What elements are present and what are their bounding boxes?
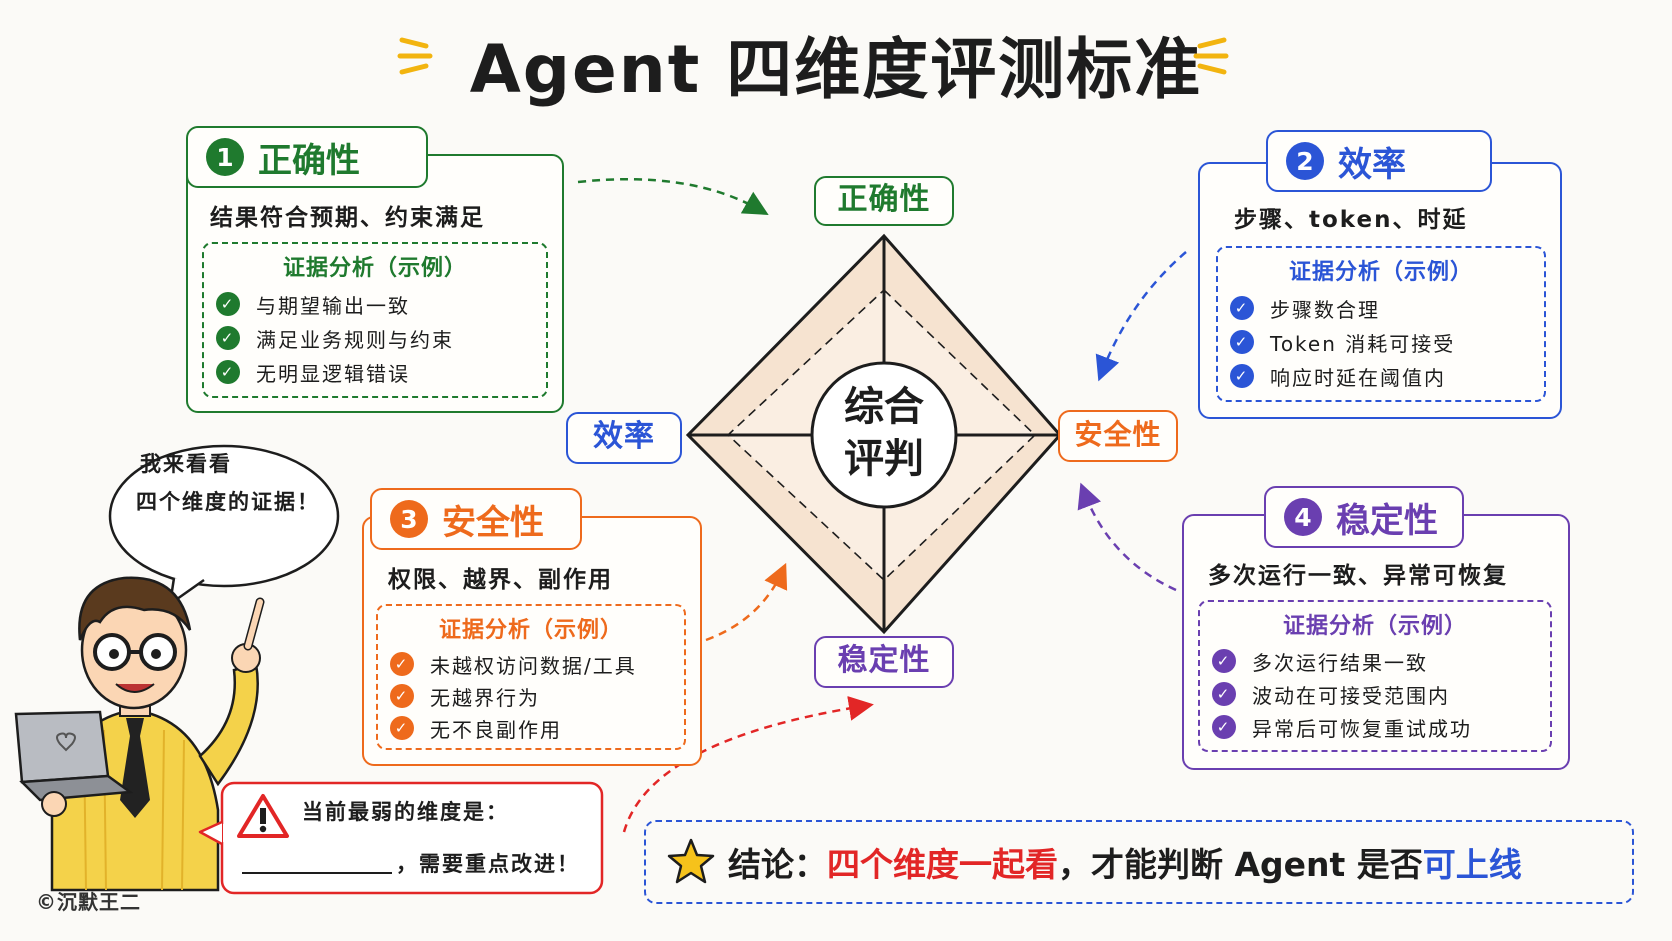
- check-icon: ✓: [390, 716, 414, 740]
- evidence-item: ✓ 满足业务规则与约束: [216, 326, 546, 352]
- conclusion-ending: 可上线: [1422, 845, 1522, 884]
- card-description: 多次运行一致、异常可恢复: [1208, 563, 1508, 589]
- speech-bubble-shape: [108, 444, 340, 606]
- evidence-box: 证据分析（示例） ✓ 步骤数合理 ✓ Token 消耗可接受 ✓ 响应时延在阈值内: [1216, 246, 1546, 402]
- evidence-item: ✓ 无越界行为: [390, 684, 684, 710]
- check-icon: ✓: [1212, 682, 1236, 706]
- evidence-item: ✓ 步骤数合理: [1230, 296, 1544, 322]
- pill-efficiency: 效率: [566, 412, 682, 464]
- evidence-title: 证据分析（示例）: [1288, 260, 1473, 285]
- check-icon: ✓: [1212, 649, 1236, 673]
- card-description: 权限、越界、副作用: [388, 567, 613, 593]
- check-icon: ✓: [1230, 330, 1254, 354]
- check-icon: ✓: [1230, 296, 1254, 320]
- evidence-title: 证据分析（示例）: [438, 618, 623, 643]
- arrow-correctness: [577, 177, 769, 215]
- center-label-line2: 评判: [844, 436, 924, 482]
- evidence-item: ✓ 与期望输出一致: [216, 292, 546, 318]
- evidence-item-text: 满足业务规则与约束: [256, 327, 454, 352]
- arrow-warning: [622, 696, 874, 833]
- check-icon: ✓: [1212, 715, 1236, 739]
- conclusion-prefix: 结论：: [728, 845, 827, 884]
- check-icon: ✓: [390, 652, 414, 676]
- check-icon: ✓: [216, 360, 240, 384]
- evidence-item-text: 与期望输出一致: [256, 293, 410, 318]
- pill-stability: 稳定性: [814, 636, 954, 688]
- card-title: 效率: [1338, 144, 1406, 185]
- evidence-item: ✓ 波动在可接受范围内: [1212, 682, 1550, 708]
- conclusion-middle: ，才能判断 Agent 是否: [1058, 845, 1423, 884]
- card-safety-tab: 3 安全性: [370, 488, 582, 550]
- card-title: 安全性: [442, 502, 544, 543]
- evidence-box: 证据分析（示例） ✓ 与期望输出一致 ✓ 满足业务规则与约束 ✓ 无明显逻辑错误: [202, 242, 548, 398]
- evidence-item-text: 无越界行为: [430, 685, 540, 710]
- card-stability-tab: 4 稳定性: [1264, 486, 1464, 548]
- card-stability: [1182, 514, 1570, 770]
- right-sparkle-icon: [1193, 37, 1229, 75]
- card-safety: [362, 516, 702, 766]
- check-icon: ✓: [390, 684, 414, 708]
- evidence-item-text: 异常后可恢复重试成功: [1252, 716, 1472, 741]
- pill-safety: 安全性: [1058, 410, 1178, 462]
- conclusion-box: 结论： 四个维度一起看 ，才能判断 Agent 是否 可上线: [644, 820, 1634, 904]
- card-efficiency: [1198, 162, 1562, 419]
- evidence-item: ✓ 多次运行结果一致: [1212, 649, 1550, 675]
- card-title: 正确性: [258, 140, 360, 181]
- evidence-title: 证据分析（示例）: [282, 256, 467, 281]
- check-icon: ✓: [216, 292, 240, 316]
- evidence-item-text: 步骤数合理: [1270, 297, 1380, 322]
- warning-line2: ，需要重点改进！: [396, 852, 580, 876]
- number-badge: 3: [390, 500, 428, 538]
- conclusion-highlight: 四个维度一起看: [827, 845, 1058, 884]
- warning-box-shape: [198, 781, 604, 895]
- evidence-item-text: 无不良副作用: [430, 717, 562, 742]
- pill-correctness: 正确性: [814, 176, 954, 226]
- diamond-shape: [685, 233, 1063, 635]
- evidence-item: ✓ 异常后可恢复重试成功: [1212, 715, 1550, 741]
- speech-line2: 四个维度的证据！: [136, 490, 320, 514]
- speech-bubble: 我来看看 四个维度的证据！: [106, 412, 320, 536]
- arrow-efficiency: [1095, 251, 1187, 382]
- card-title: 稳定性: [1336, 500, 1438, 541]
- speech-line1: 我来看看: [140, 452, 232, 476]
- center-judgement-label: 综合 评判: [819, 381, 949, 485]
- evidence-item-text: 响应时延在阈值内: [1270, 365, 1446, 390]
- evidence-title: 证据分析（示例）: [1282, 614, 1467, 639]
- evidence-item-text: 未越权访问数据/工具: [430, 653, 637, 678]
- left-sparkle-icon: [397, 37, 433, 75]
- evidence-box: 证据分析（示例） ✓ 多次运行结果一致 ✓ 波动在可接受范围内 ✓ 异常后可恢复重试成…: [1198, 600, 1552, 752]
- evidence-item: ✓ 未越权访问数据/工具: [390, 652, 684, 678]
- card-correctness: [186, 154, 564, 413]
- number-badge: 2: [1286, 142, 1324, 180]
- evidence-item: ✓ 无明显逻辑错误: [216, 360, 546, 386]
- number-badge: 4: [1284, 498, 1322, 536]
- evidence-item-text: Token 消耗可接受: [1270, 331, 1456, 356]
- warning-line1: 当前最弱的维度是：: [302, 800, 509, 824]
- evidence-item-text: 波动在可接受范围内: [1252, 683, 1450, 708]
- evidence-item-text: 多次运行结果一致: [1252, 650, 1428, 675]
- character-illustration: [14, 576, 265, 892]
- weakest-dimension-blank[interactable]: [242, 872, 392, 874]
- card-correctness-tab: 1 正确性: [186, 126, 428, 188]
- card-description: 结果符合预期、约束满足: [210, 205, 485, 231]
- evidence-item-text: 无明显逻辑错误: [256, 361, 410, 386]
- check-icon: ✓: [216, 326, 240, 350]
- star-icon: [667, 838, 715, 884]
- number-badge: 1: [206, 138, 244, 176]
- arrow-stability: [1077, 482, 1177, 592]
- copyright: ©沉默王二: [36, 890, 141, 914]
- evidence-item: ✓ 无不良副作用: [390, 716, 684, 742]
- evidence-item: ✓ 响应时延在阈值内: [1230, 364, 1544, 390]
- warning-icon: [237, 794, 289, 838]
- page-title: Agent 四维度评测标准: [469, 31, 1203, 108]
- card-efficiency-tab: 2 效率: [1266, 130, 1492, 192]
- evidence-item: ✓ Token 消耗可接受: [1230, 330, 1544, 356]
- center-label-line1: 综合: [844, 384, 924, 430]
- evidence-box: 证据分析（示例） ✓ 未越权访问数据/工具 ✓ 无越界行为 ✓ 无不良副作用: [376, 604, 686, 750]
- arrow-safety: [705, 562, 788, 642]
- check-icon: ✓: [1230, 364, 1254, 388]
- card-description: 步骤、token、时延: [1234, 207, 1468, 233]
